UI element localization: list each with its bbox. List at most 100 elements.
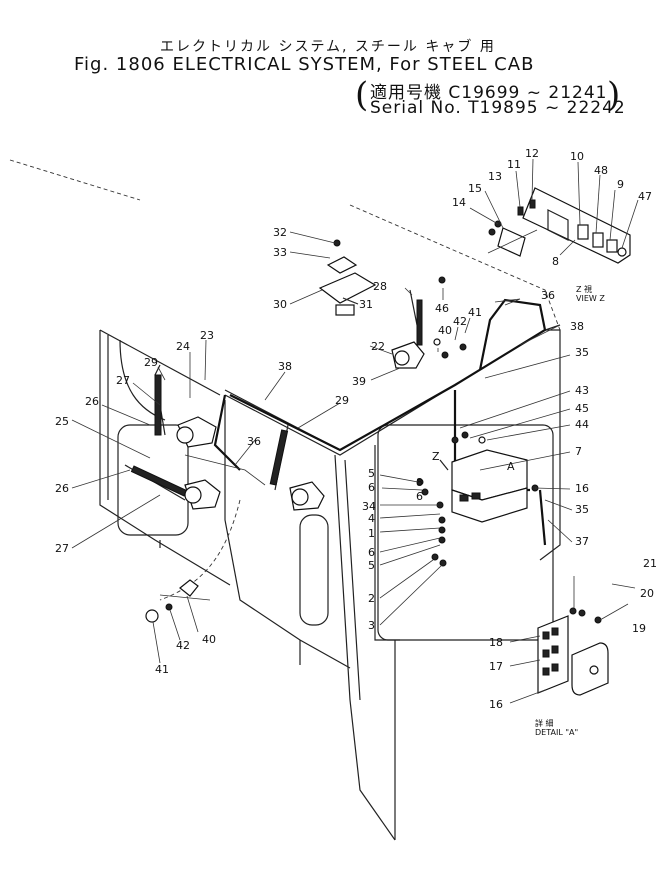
nut-5 xyxy=(438,536,446,544)
wiper-blade-lower xyxy=(130,465,188,497)
clip-40 xyxy=(433,338,441,346)
dome-lamp-base xyxy=(318,272,377,304)
fastener-46 xyxy=(438,276,446,284)
rear-wiper-blade xyxy=(416,299,423,346)
callout-9: 9 xyxy=(617,178,624,191)
harness-wiper-feed xyxy=(184,454,266,486)
front-pillar-left xyxy=(224,400,351,669)
callout-3: 3 xyxy=(368,619,375,632)
callout-18: 18 xyxy=(489,636,503,649)
callout-20: 20 xyxy=(640,587,654,600)
callout-41: 41 xyxy=(468,306,482,319)
callout-13: 13 xyxy=(488,170,502,183)
right-window xyxy=(377,424,554,641)
callout-12: 12 xyxy=(525,147,539,160)
callout-11: 11 xyxy=(507,158,521,171)
callout-22: 22 xyxy=(371,340,385,353)
control-box xyxy=(416,431,539,567)
front-wiper-blade xyxy=(269,429,289,486)
callout-46: 46 xyxy=(435,302,449,315)
part-40-wire xyxy=(159,594,211,601)
dashed-wire-path xyxy=(159,499,241,601)
relay-44 xyxy=(478,436,486,444)
part-42 xyxy=(165,603,173,611)
callout-44: 44 xyxy=(575,418,589,431)
callout-2: 2 xyxy=(368,592,375,605)
callout-36-left: 36 xyxy=(247,435,261,448)
screw-6b xyxy=(421,488,429,496)
cab-right-side xyxy=(539,329,561,561)
serial-bracket-right: ) xyxy=(607,75,621,115)
cab-base-marks xyxy=(159,540,301,665)
relay-45 xyxy=(461,431,469,439)
relay-43 xyxy=(451,436,459,444)
switch-48 xyxy=(592,232,604,248)
bracket-33 xyxy=(326,256,358,274)
bulb-12 xyxy=(529,199,536,209)
front-wiper-motor-hub xyxy=(291,488,309,506)
detail-a xyxy=(537,607,609,696)
front-pillar-inner xyxy=(344,459,361,701)
callout-42-loose: 42 xyxy=(176,639,190,652)
view-z-panel xyxy=(488,187,631,264)
detail-a-label-ja: 詳 細 xyxy=(535,718,554,728)
callout-28: 28 xyxy=(373,280,387,293)
callout-14: 14 xyxy=(452,196,466,209)
callout-38-right: 38 xyxy=(570,320,584,333)
dome-lamp-lens xyxy=(335,304,355,316)
wiper-motor-upper-hub xyxy=(176,426,194,444)
left-window xyxy=(117,424,189,536)
horn-22-face xyxy=(394,350,410,366)
callout-27-top: 27 xyxy=(116,374,130,387)
callout-42: 42 xyxy=(453,315,467,328)
callout-25: 25 xyxy=(55,415,69,428)
callout-19: 19 xyxy=(632,622,646,635)
screw-19 xyxy=(594,616,602,624)
callout-6-top: 6 xyxy=(368,481,375,494)
wiper-blade-upper xyxy=(154,374,162,436)
callout-35-top: 35 xyxy=(575,346,589,359)
callout-43: 43 xyxy=(575,384,589,397)
front-pillar-right xyxy=(334,454,396,841)
serial-range-english: Serial No. T19895 ~ 22242 xyxy=(370,98,626,118)
switch-9 xyxy=(606,239,618,253)
callout-37: 37 xyxy=(575,535,589,548)
part-40 xyxy=(179,579,199,597)
wiper-motor-lower-hub xyxy=(184,486,202,504)
screw-1 xyxy=(438,526,446,534)
callout-32: 32 xyxy=(273,226,287,239)
callout-24: 24 xyxy=(176,340,190,353)
callout-36-right: 36 xyxy=(541,289,555,302)
callout-27-bottom: 27 xyxy=(55,542,69,555)
washer-6 xyxy=(438,516,446,524)
detail-a-label: DETAIL "A" xyxy=(535,728,578,737)
callout-47: 47 xyxy=(638,190,652,203)
fuse-2 xyxy=(471,492,481,500)
callout-33: 33 xyxy=(273,246,287,259)
washer-20 xyxy=(578,609,586,617)
fuse-detail-2 xyxy=(551,627,559,636)
callout-5-top: 5 xyxy=(368,467,375,480)
fuse-detail-6 xyxy=(551,663,559,672)
fuse-1 xyxy=(459,494,469,502)
callout-labels: 32 33 30 31 28 46 42 41 40 22 39 38 29 3… xyxy=(55,147,657,711)
callout-41-loose: 41 xyxy=(155,663,169,676)
bolt-2 xyxy=(431,553,439,561)
callout-45: 45 xyxy=(575,402,589,415)
lamp-47 xyxy=(617,247,627,257)
callout-48: 48 xyxy=(594,164,608,177)
roof-outline-dashed xyxy=(9,159,561,331)
callout-16-box: 16 xyxy=(575,482,589,495)
switch-10 xyxy=(577,224,589,240)
callout-17: 17 xyxy=(489,660,503,673)
fuse-detail-1 xyxy=(542,631,550,640)
callout-29-front: 29 xyxy=(335,394,349,407)
front-wiper-assembly xyxy=(269,289,423,511)
callout-4: 4 xyxy=(368,512,375,525)
bolt-3 xyxy=(439,559,447,567)
callout-29-left: 29 xyxy=(144,356,158,369)
harness-branch-left xyxy=(213,394,241,471)
part-41 xyxy=(145,609,159,623)
screw-21 xyxy=(569,607,577,615)
harness-main xyxy=(229,298,547,452)
